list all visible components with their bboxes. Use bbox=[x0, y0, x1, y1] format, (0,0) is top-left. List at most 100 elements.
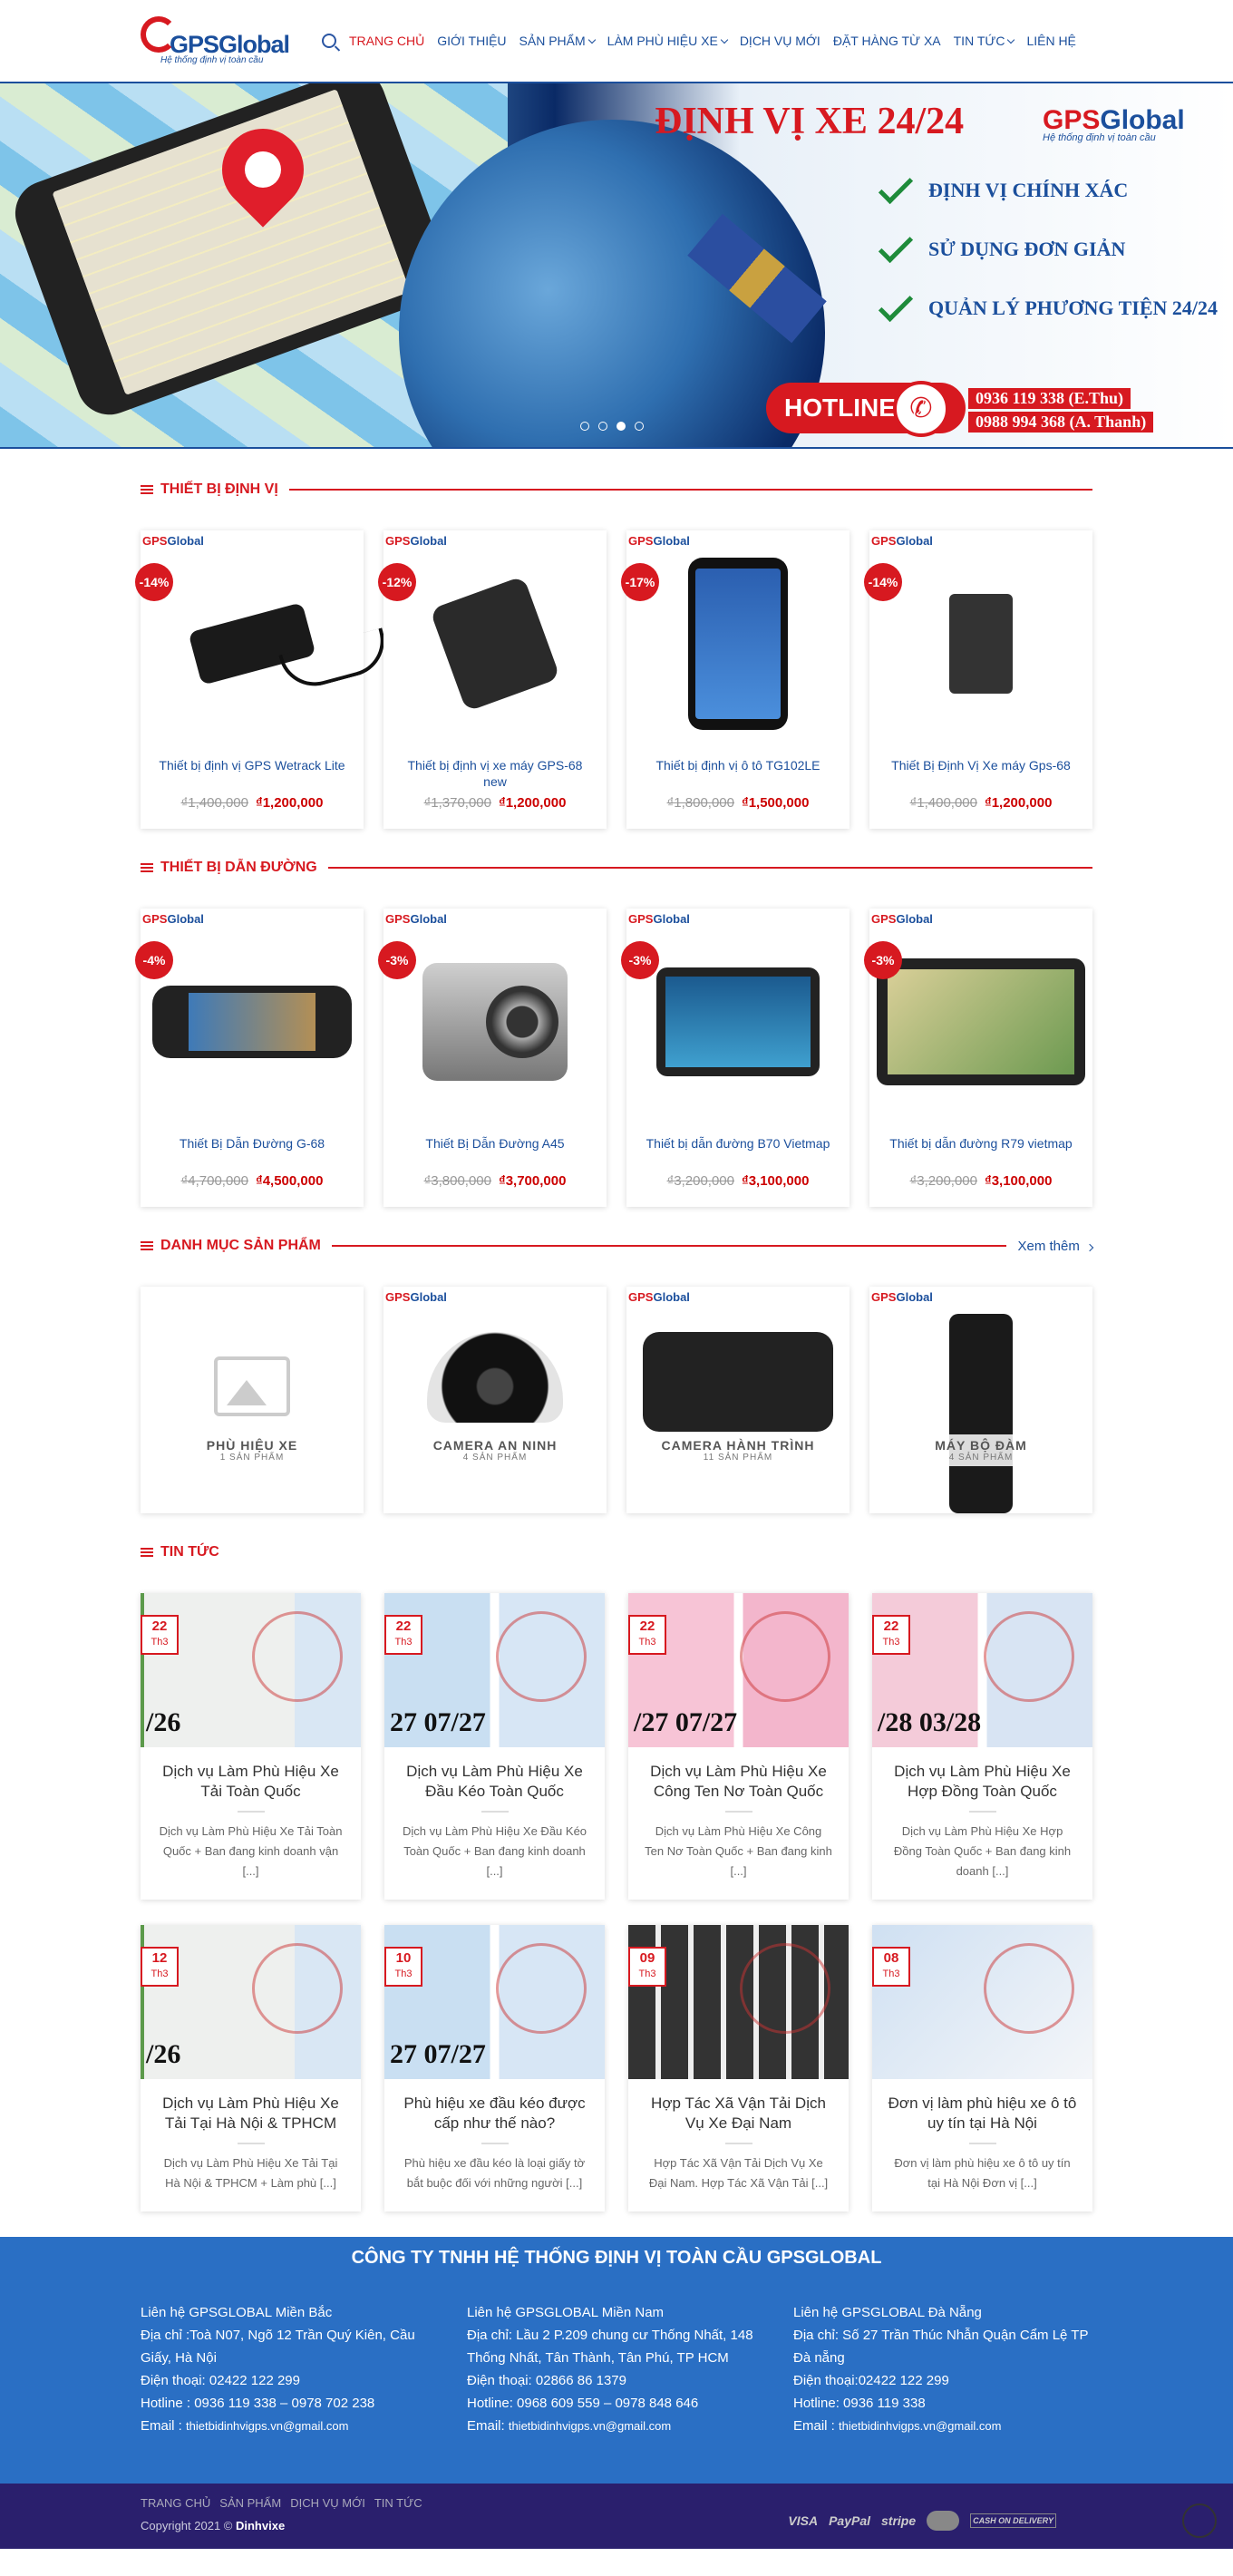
see-more-link[interactable]: Xem thêm bbox=[1017, 1239, 1094, 1254]
nav-item[interactable]: LÀM PHÙ HIỆU XE bbox=[607, 34, 729, 48]
news-title[interactable]: Dịch vụ Làm Phù Hiệu Xe Hợp Đồng Toàn Qu… bbox=[894, 1763, 1071, 1800]
product-name[interactable]: Thiết bị định vị ô tô TG102LE bbox=[655, 758, 820, 773]
product-card[interactable]: GPSGlobal-12%Thiết bị định vị xe máy GPS… bbox=[378, 530, 607, 829]
slider-dot[interactable] bbox=[616, 422, 626, 431]
product-card[interactable]: GPSGlobal-14%Thiết Bị Định Vị Xe máy Gps… bbox=[864, 530, 1092, 829]
news-title[interactable]: Dịch vụ Làm Phù Hiệu Xe Đầu Kéo Toàn Quố… bbox=[406, 1763, 583, 1800]
footer-nav-link[interactable]: TRANG CHỦ bbox=[141, 2496, 211, 2510]
nav-item[interactable]: GIỚI THIỆU bbox=[437, 34, 506, 48]
watermark-logo: GPSGlobal bbox=[871, 912, 933, 926]
footer-email-link[interactable]: thietbidinhvigps.vn@gmail.com bbox=[186, 2419, 349, 2433]
product-name[interactable]: Thiết bị định vị xe máy GPS-68 new bbox=[407, 758, 583, 789]
product-name[interactable]: Thiết bị dẫn đường R79 vietmap bbox=[889, 1136, 1073, 1151]
nav-item-label: LIÊN HỆ bbox=[1026, 34, 1076, 48]
news-title[interactable]: Dịch vụ Làm Phù Hiệu Xe Công Ten Nơ Toàn… bbox=[650, 1763, 827, 1800]
product-image[interactable]: GPSGlobal-14% bbox=[864, 530, 1092, 757]
product-price: ₫3,200,000₫3,100,000 bbox=[869, 1173, 1092, 1207]
news-title[interactable]: Hợp Tác Xã Vận Tải Dịch Vụ Xe Đại Nam bbox=[651, 2095, 826, 2132]
footer-email-label: Email : bbox=[141, 2418, 187, 2434]
watermark-logo: GPSGlobal bbox=[628, 912, 690, 926]
footer-nav-link[interactable]: DỊCH VỤ MỚI bbox=[290, 2496, 365, 2510]
date-month: Th3 bbox=[882, 1968, 900, 1979]
site-logo[interactable]: GPSGlobal Hệ thống định vị toàn cầu bbox=[141, 16, 295, 65]
nav-item[interactable]: ĐẶT HÀNG TỪ XA bbox=[833, 34, 941, 48]
old-price: ₫1,370,000 bbox=[423, 795, 491, 811]
product-name[interactable]: Thiết Bị Định Vị Xe máy Gps-68 bbox=[891, 758, 1071, 773]
nav-item[interactable]: TRANG CHỦ bbox=[349, 34, 424, 48]
old-price: ₫1,800,000 bbox=[666, 795, 734, 811]
product-card[interactable]: GPSGlobal-3%Thiết bị dẫn đường B70 Vietm… bbox=[621, 909, 850, 1207]
product-card[interactable]: GPSGlobal-17%Thiết bị định vị ô tô TG102… bbox=[621, 530, 850, 829]
product-card[interactable]: GPSGlobal-3%Thiết Bị Dẫn Đường A45₫3,800… bbox=[378, 909, 607, 1207]
date-month: Th3 bbox=[882, 1637, 900, 1648]
news-title[interactable]: Phù hiệu xe đầu kéo được cấp như thế nào… bbox=[403, 2095, 586, 2132]
footer-email: Email : thietbidinhvigps.vn@gmail.com bbox=[141, 2415, 440, 2437]
phone-icon: ✆ bbox=[893, 381, 949, 437]
logo-text-b: Global bbox=[218, 31, 290, 58]
footer-hotline: Hotline: 0968 609 559 – 0978 848 646 bbox=[467, 2396, 699, 2411]
product-card[interactable]: GPSGlobal-14%Thiết bị định vị GPS Wetrac… bbox=[135, 530, 364, 829]
discount-badge: -3% bbox=[378, 941, 416, 979]
product-image[interactable]: GPSGlobal-3% bbox=[864, 909, 1092, 1135]
slider-dot[interactable] bbox=[580, 422, 589, 431]
footer-nav-link[interactable]: TIN TỨC bbox=[374, 2496, 422, 2510]
footer-heading: Liên hệ GPSGLOBAL Đà Nẵng bbox=[793, 2305, 982, 2320]
product-card[interactable]: GPSGlobal-4%Thiết Bị Dẫn Đường G-68₫4,70… bbox=[135, 909, 364, 1207]
product-name[interactable]: Thiết Bị Dẫn Đường A45 bbox=[425, 1136, 565, 1151]
news-excerpt: Dịch vụ Làm Phù Hiệu Xe Đầu Kéo Toàn Quố… bbox=[402, 1824, 587, 1878]
news-title[interactable]: Dịch vụ Làm Phù Hiệu Xe Tải Toàn Quốc bbox=[162, 1763, 339, 1800]
nav-item[interactable]: LIÊN HỆ bbox=[1026, 34, 1075, 48]
product-name[interactable]: Thiết bị định vị GPS Wetrack Lite bbox=[159, 758, 345, 773]
product-name[interactable]: Thiết bị dẫn đường B70 Vietmap bbox=[646, 1136, 830, 1151]
nav-item[interactable]: DỊCH VỤ MỚI bbox=[740, 34, 820, 48]
image-placeholder-icon bbox=[214, 1356, 290, 1416]
payment-paypal-icon: PayPal bbox=[829, 2513, 871, 2528]
footer-email-link[interactable]: thietbidinhvigps.vn@gmail.com bbox=[839, 2419, 1002, 2433]
footer-email-link[interactable]: thietbidinhvigps.vn@gmail.com bbox=[508, 2419, 672, 2433]
footer-address: Địa chỉ: Số 27 Trần Thúc Nhẫn Quận Cẩm L… bbox=[793, 2328, 1089, 2366]
news-title[interactable]: Dịch vụ Làm Phù Hiệu Xe Tải Tại Hà Nội &… bbox=[162, 2095, 339, 2132]
product-image[interactable]: GPSGlobal-3% bbox=[621, 909, 850, 1135]
product-image[interactable]: GPSGlobal-3% bbox=[378, 909, 607, 1135]
product-name[interactable]: Thiết Bị Dẫn Đường G-68 bbox=[179, 1136, 325, 1151]
product-image[interactable]: GPSGlobal-17% bbox=[621, 530, 850, 757]
back-to-top-button[interactable] bbox=[1182, 2503, 1217, 2538]
slider-dot[interactable] bbox=[635, 422, 644, 431]
footer-nav-link[interactable]: SẢN PHẨM bbox=[219, 2496, 282, 2510]
product-image[interactable]: GPSGlobal-14% bbox=[135, 530, 364, 757]
slider-dot[interactable] bbox=[598, 422, 607, 431]
watermark-logo: GPSGlobal bbox=[628, 1290, 690, 1304]
nav-item-label: GIỚI THIỆU bbox=[437, 34, 507, 48]
news-title[interactable]: Đơn vị làm phù hiệu xe ô tô uy tín tại H… bbox=[888, 2095, 1077, 2132]
search-icon[interactable] bbox=[322, 34, 336, 48]
nav-item[interactable]: SẢN PHẨM bbox=[519, 34, 596, 48]
category-image: GPSGlobal bbox=[383, 1287, 607, 1513]
product-card[interactable]: GPSGlobal-3%Thiết bị dẫn đường R79 vietm… bbox=[864, 909, 1092, 1207]
nav-item[interactable]: TIN TỨC bbox=[954, 34, 1015, 48]
hotline-number: 0936 119 338 (E.Thu) bbox=[968, 388, 1131, 409]
product-image[interactable]: GPSGlobal-4% bbox=[135, 909, 364, 1135]
news-image-text: /28 03/28 bbox=[878, 1707, 982, 1737]
product-image[interactable]: GPSGlobal-12% bbox=[378, 530, 607, 757]
